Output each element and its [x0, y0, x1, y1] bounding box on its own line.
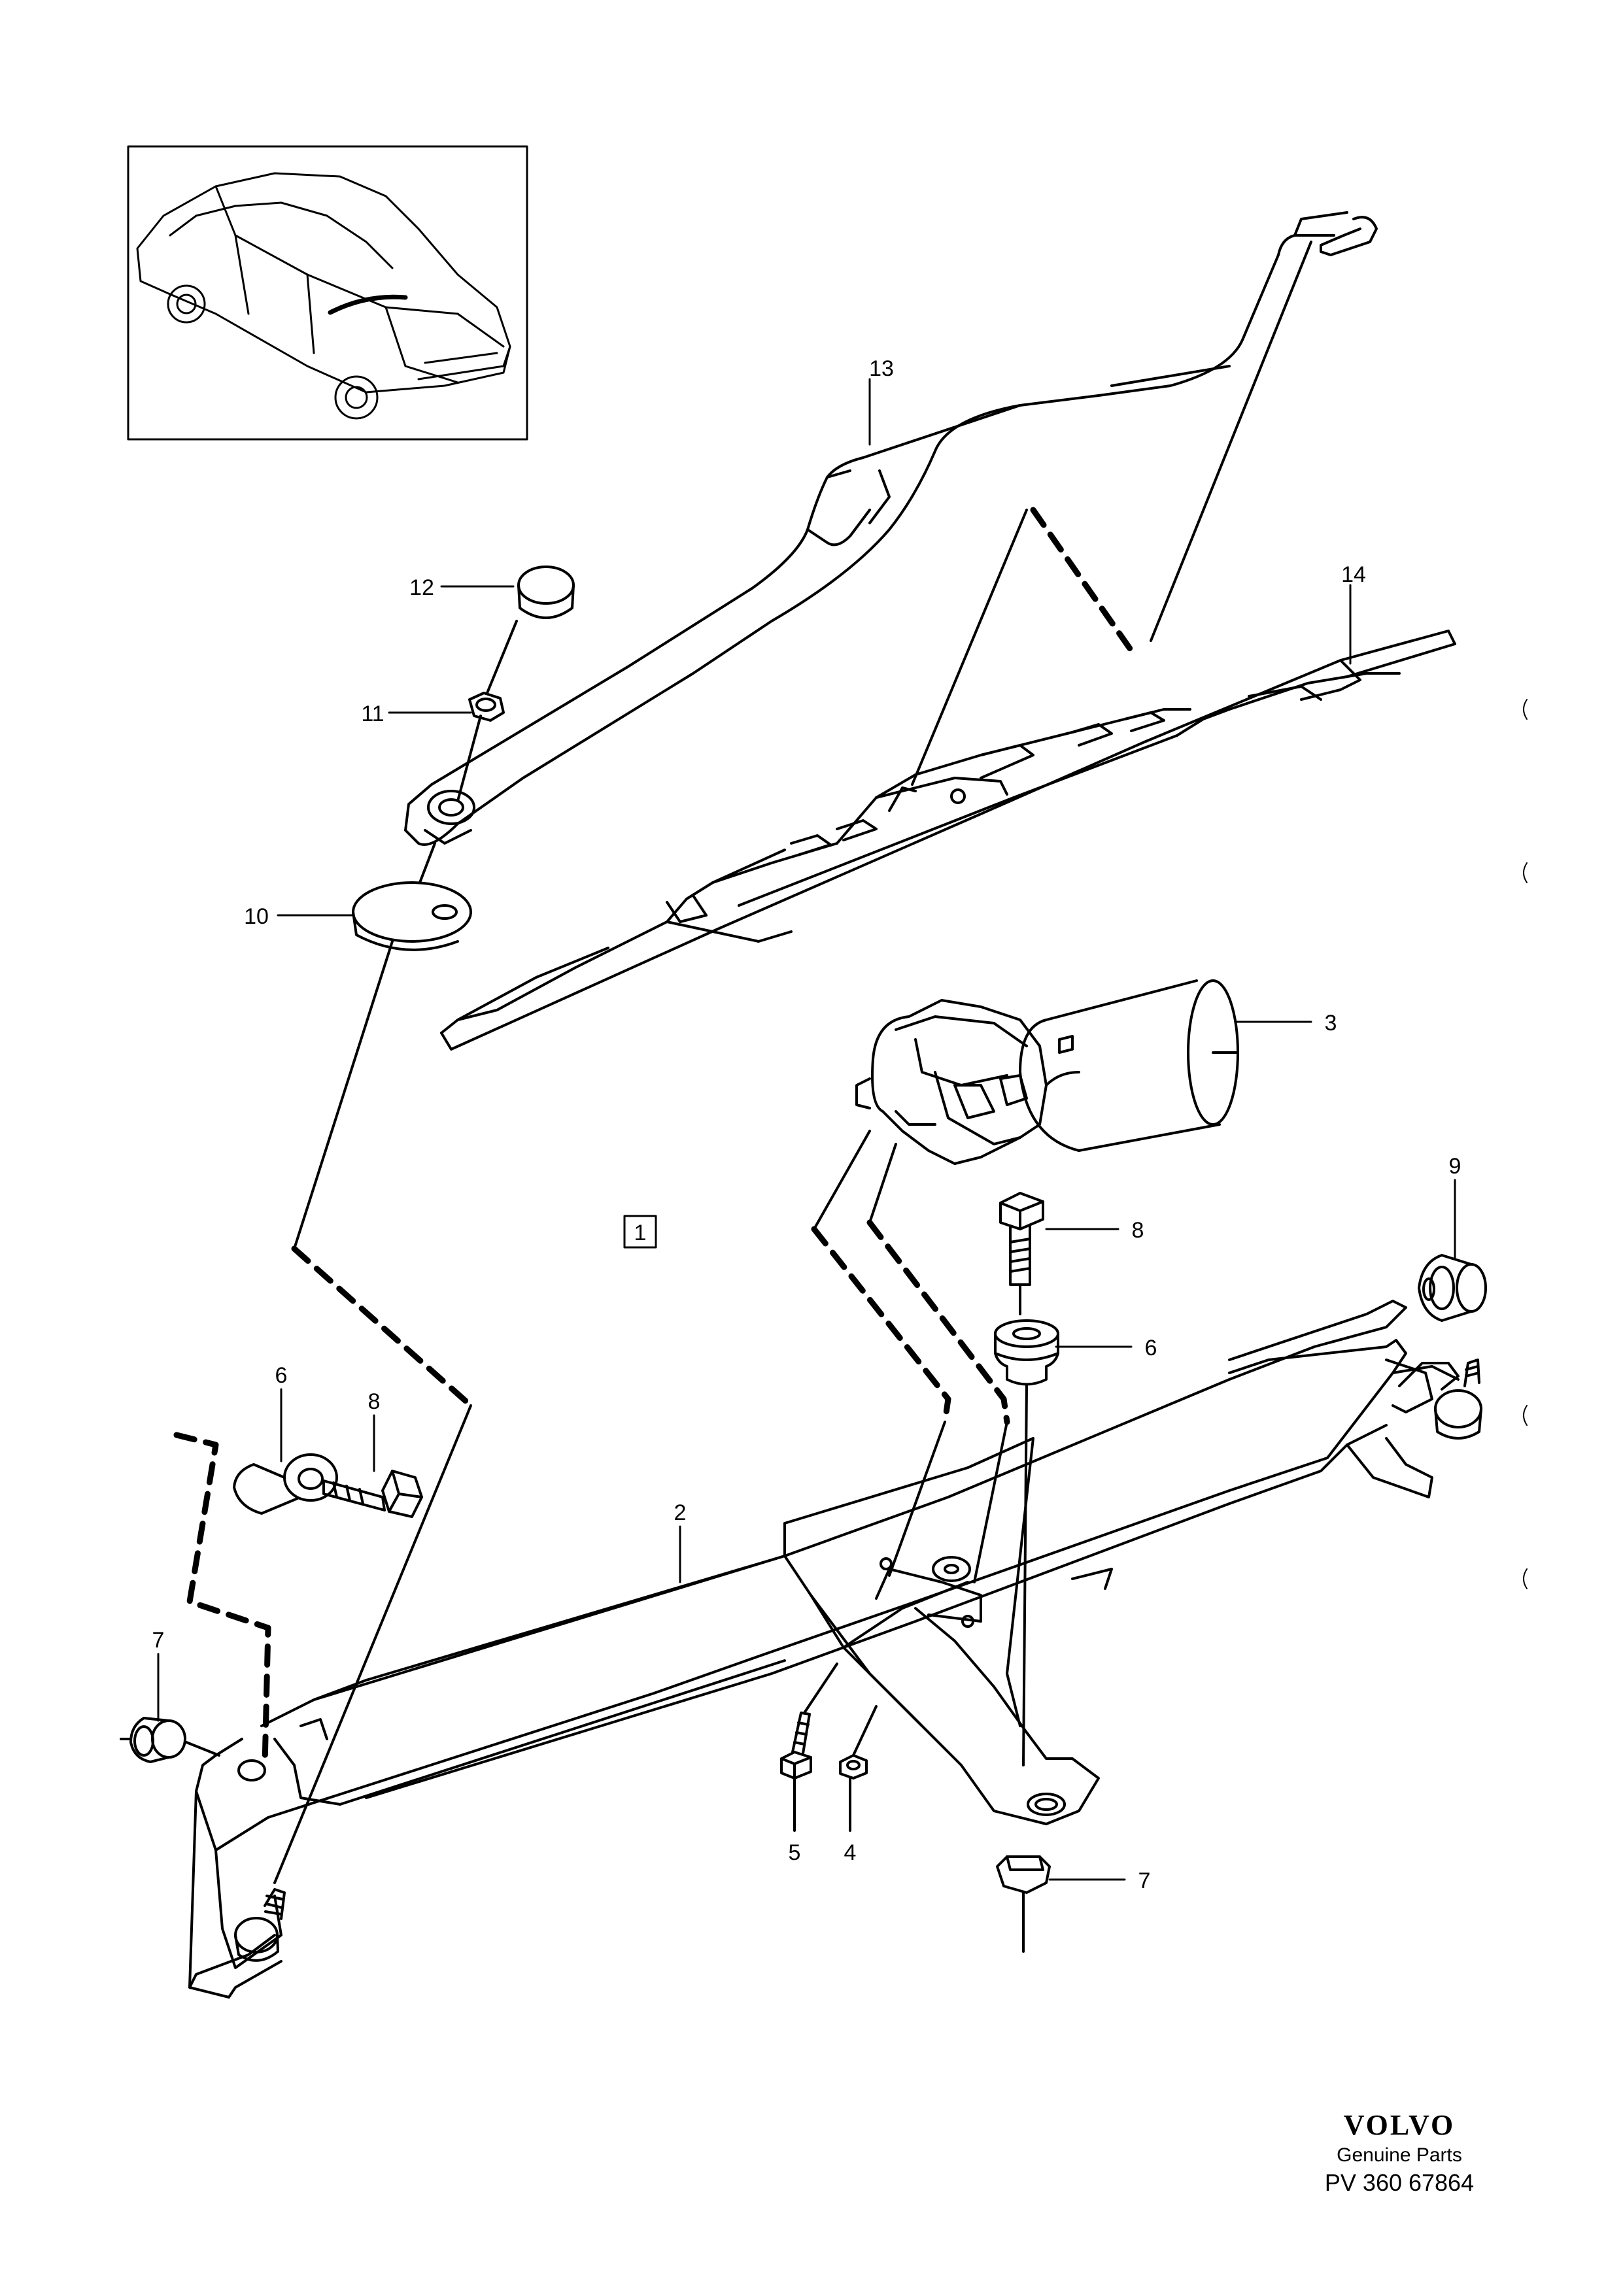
callout-9: 9 [1449, 1154, 1461, 1179]
callout-6-upper: 6 [1145, 1336, 1157, 1360]
wiper-arm [404, 211, 1378, 846]
wiper-blade [440, 630, 1456, 1051]
car-sedan-icon [136, 172, 511, 420]
frame-nut [839, 1754, 868, 1780]
brand-tagline: Genuine Parts [1337, 2144, 1462, 2166]
callout-2: 2 [674, 1500, 687, 1525]
arm-blade-line [911, 509, 1028, 786]
left-pivot-shaft [234, 1888, 286, 1962]
callout-leaders [157, 378, 1456, 1881]
margin-marks [1523, 699, 1528, 1589]
left-bushing [129, 1717, 186, 1763]
right-pivot-shaft [1434, 1359, 1482, 1440]
left-mount-bolt [322, 1470, 423, 1518]
nut-arm-axis [456, 715, 482, 802]
car-inset [127, 145, 528, 441]
group-number: 1 [634, 1221, 647, 1245]
callout-10: 10 [244, 904, 269, 929]
callout-7-left: 7 [152, 1628, 165, 1653]
grommet-frame-axis [1022, 1385, 1028, 1766]
callout-4: 4 [844, 1840, 857, 1865]
callout-13: 13 [869, 356, 894, 381]
brand-logo: VOLVO [1343, 2109, 1456, 2141]
wiper-motor [855, 979, 1239, 1165]
nut-cap [517, 566, 575, 619]
spacer-washer [352, 881, 472, 951]
left-bushing-axis-b [185, 1741, 220, 1757]
arm-blade-dash [1030, 507, 1135, 654]
callout-5: 5 [789, 1840, 801, 1865]
motor-frame-link-a [888, 1421, 946, 1577]
washer-linkage-axis [293, 940, 394, 1250]
motor-frame-axis-b [868, 1143, 897, 1224]
callout-7-lower: 7 [1138, 1868, 1151, 1893]
linkage-pivot-axis [273, 1404, 472, 1884]
pivot-bushing [1418, 1254, 1487, 1322]
left-grommet [233, 1453, 338, 1515]
left-grommet-dash [173, 1432, 271, 1768]
arm-blade-link-line [1150, 241, 1312, 642]
screw-frame-axis [803, 1663, 838, 1714]
callout-11: 11 [361, 701, 384, 726]
callout-8-left: 8 [368, 1389, 381, 1414]
motor-frame-link-b [973, 1421, 1008, 1583]
arm-washer-axis [419, 842, 436, 884]
motor-mount-bolt [999, 1192, 1044, 1286]
wiper-linkage-frame [188, 1300, 1460, 1999]
group-box [623, 1215, 657, 1249]
motor-frame-axis-a [813, 1130, 871, 1243]
frame-screw [780, 1712, 812, 1780]
lower-bushing [996, 1855, 1051, 1894]
motor-grommet [994, 1319, 1059, 1386]
callout-6-left: 6 [275, 1363, 288, 1388]
nut-frame-axis [852, 1705, 878, 1757]
washer-linkage-dash [291, 1245, 474, 1409]
callout-14: 14 [1341, 562, 1366, 587]
motor-frame-dash-a [811, 1226, 951, 1425]
callout-12: 12 [409, 575, 434, 600]
cap-nut-axis [486, 620, 518, 694]
motor-frame-dash-b [866, 1219, 1010, 1425]
diagram-code: PV 360 67864 [1324, 2169, 1475, 2196]
callout-8-upper: 8 [1132, 1218, 1144, 1243]
brand-block: VOLVO Genuine Parts PV 360 67864 [1301, 2108, 1497, 2197]
callout-3: 3 [1325, 1011, 1337, 1036]
arm-nut [468, 692, 505, 722]
